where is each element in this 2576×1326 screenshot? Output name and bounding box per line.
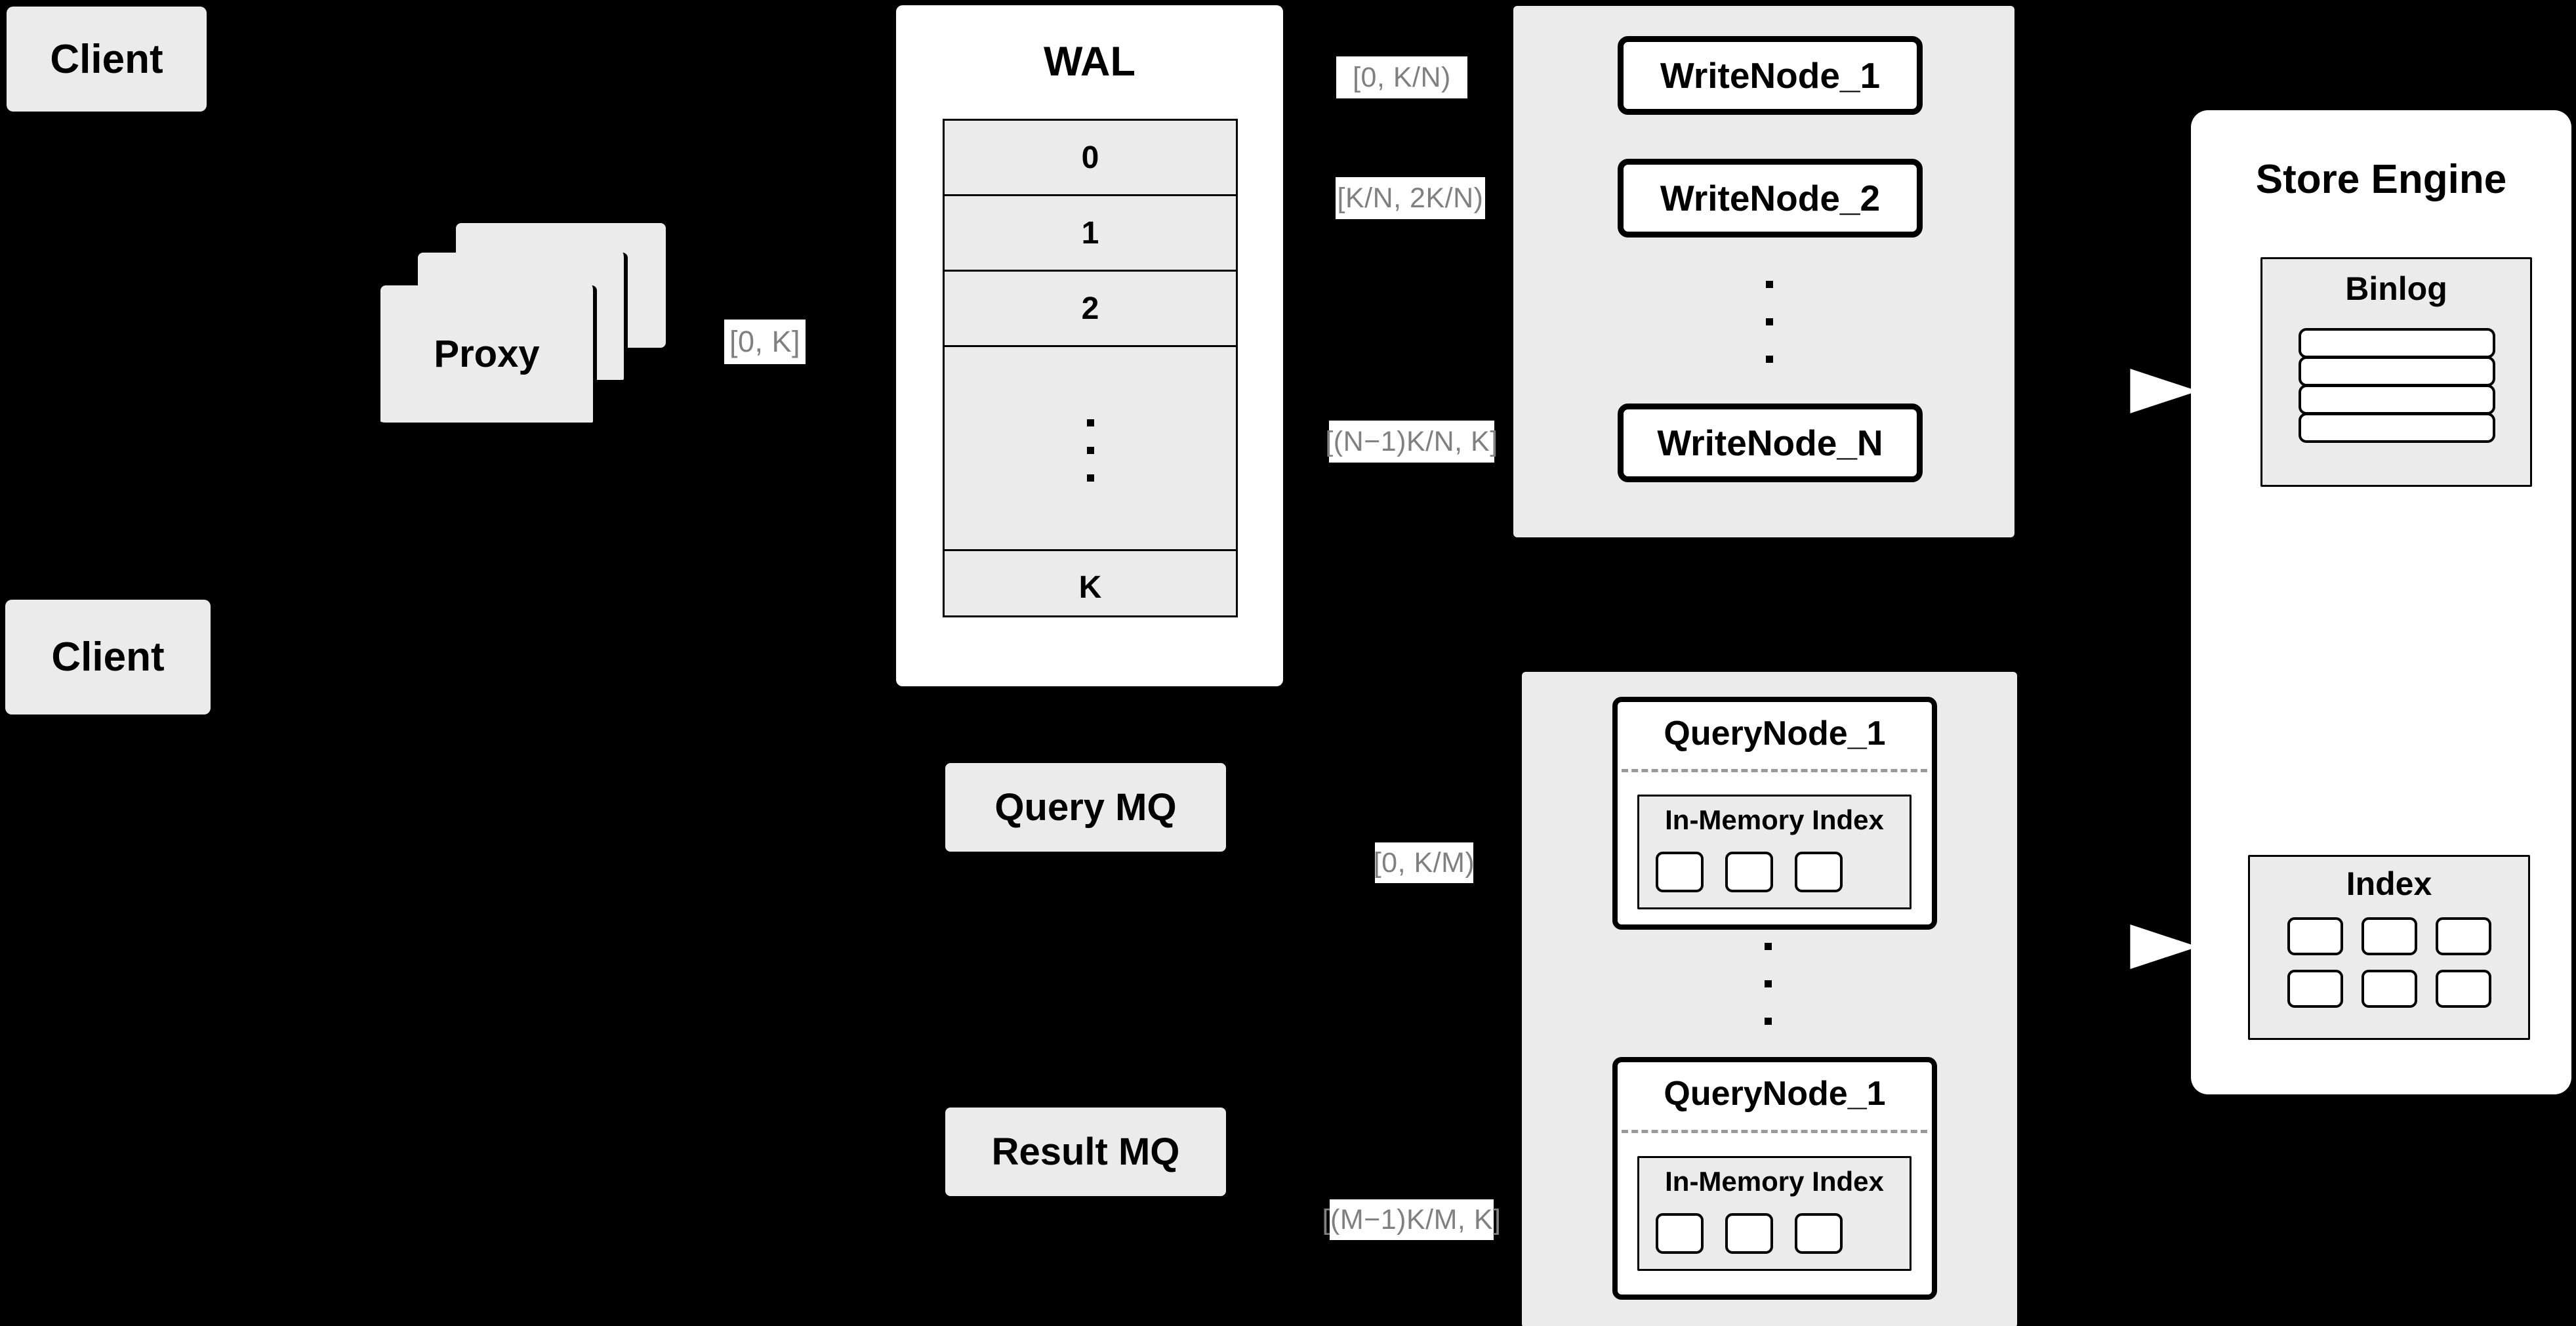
edge-label-write-node-n: [(N−1)K/N, K] [1325,421,1498,463]
store-index-slot-2 [2361,917,2417,955]
query-node-1-label: QueryNode_1 [1664,715,1886,753]
query-node-m-in-memory-index: In-Memory Index [1637,1156,1912,1271]
binlog-box: Binlog [2260,257,2532,487]
store-index-slot-3 [2436,917,2491,955]
store-engine-title: Store Engine [2255,157,2507,202]
query-node-1-in-memory-index: In-Memory Index [1637,795,1912,909]
write-node-n[interactable]: WriteNode_N [1618,404,1923,482]
query-node-m-slot-3 [1795,1213,1843,1254]
write-node-1[interactable]: WriteNode_1 [1618,36,1923,115]
write-node-2[interactable]: WriteNode_2 [1618,159,1923,238]
write-nodes-vertical-ellipsis-icon [1766,281,1773,363]
query-node-m-divider [1622,1130,1927,1133]
edge-label-write-node-1: [0, K/N) [1336,56,1467,98]
query-mq-label: Query MQ [994,786,1177,829]
binlog-bar-4 [2299,413,2495,443]
edge-label-query-node-m: [(M−1)K/M, K] [1322,1199,1501,1240]
store-index-box: Index [2248,855,2530,1040]
query-nodes-vertical-ellipsis-icon [1765,943,1772,1025]
client-label-1: Client [50,36,163,82]
query-node-m-label: QueryNode_1 [1664,1075,1886,1113]
store-index-slot-4 [2287,970,2343,1008]
wal-row-0: 0 [945,121,1236,196]
client-label-2: Client [51,634,165,680]
wal-row-2: 2 [945,272,1236,347]
write-node-1-label: WriteNode_1 [1660,55,1881,96]
binlog-bar-3 [2299,384,2495,415]
binlog-bar-2 [2299,356,2495,386]
query-mq-box[interactable]: Query MQ [945,763,1226,852]
store-index-slot-1 [2287,917,2343,955]
wal-row-ellipsis [945,347,1236,551]
result-mq-label: Result MQ [991,1130,1180,1173]
query-node-1-slot-1 [1656,852,1704,892]
edge-label-write-node-2: [K/N, 2K/N) [1336,177,1485,219]
proxy-stack[interactable]: Proxy [377,217,672,433]
wal-title: WAL [1044,39,1135,85]
query-node-m-slot-2 [1725,1213,1773,1254]
store-index-title: Index [2346,865,2432,902]
query-node-m-slot-1 [1656,1213,1704,1254]
proxy-card-front[interactable]: Proxy [380,285,597,426]
result-mq-box[interactable]: Result MQ [945,1108,1226,1196]
query-node-1-divider [1622,769,1927,772]
client-box-2[interactable]: Client [5,600,211,715]
store-index-slot-6 [2436,970,2491,1008]
client-box-1[interactable]: Client [7,7,207,112]
write-node-n-label: WriteNode_N [1657,423,1883,463]
wal-row-1: 1 [945,196,1236,272]
wal-table: 0 1 2 K [943,119,1238,617]
query-node-1-slot-2 [1725,852,1773,892]
binlog-bar-1 [2299,328,2495,358]
proxy-label: Proxy [434,333,540,375]
query-node-1-slot-3 [1795,852,1843,892]
write-node-2-label: WriteNode_2 [1660,178,1881,218]
query-node-m-index-label: In-Memory Index [1665,1166,1884,1197]
store-index-slot-5 [2361,970,2417,1008]
wal-vertical-ellipsis-icon [1087,419,1094,482]
edge-label-proxy-to-wal: [0, K] [724,320,806,364]
wal-row-k: K [1078,570,1102,605]
query-node-1-index-label: In-Memory Index [1665,804,1884,835]
binlog-title: Binlog [2345,270,2447,307]
edge-label-query-node-1: [0, K/M) [1374,842,1475,883]
